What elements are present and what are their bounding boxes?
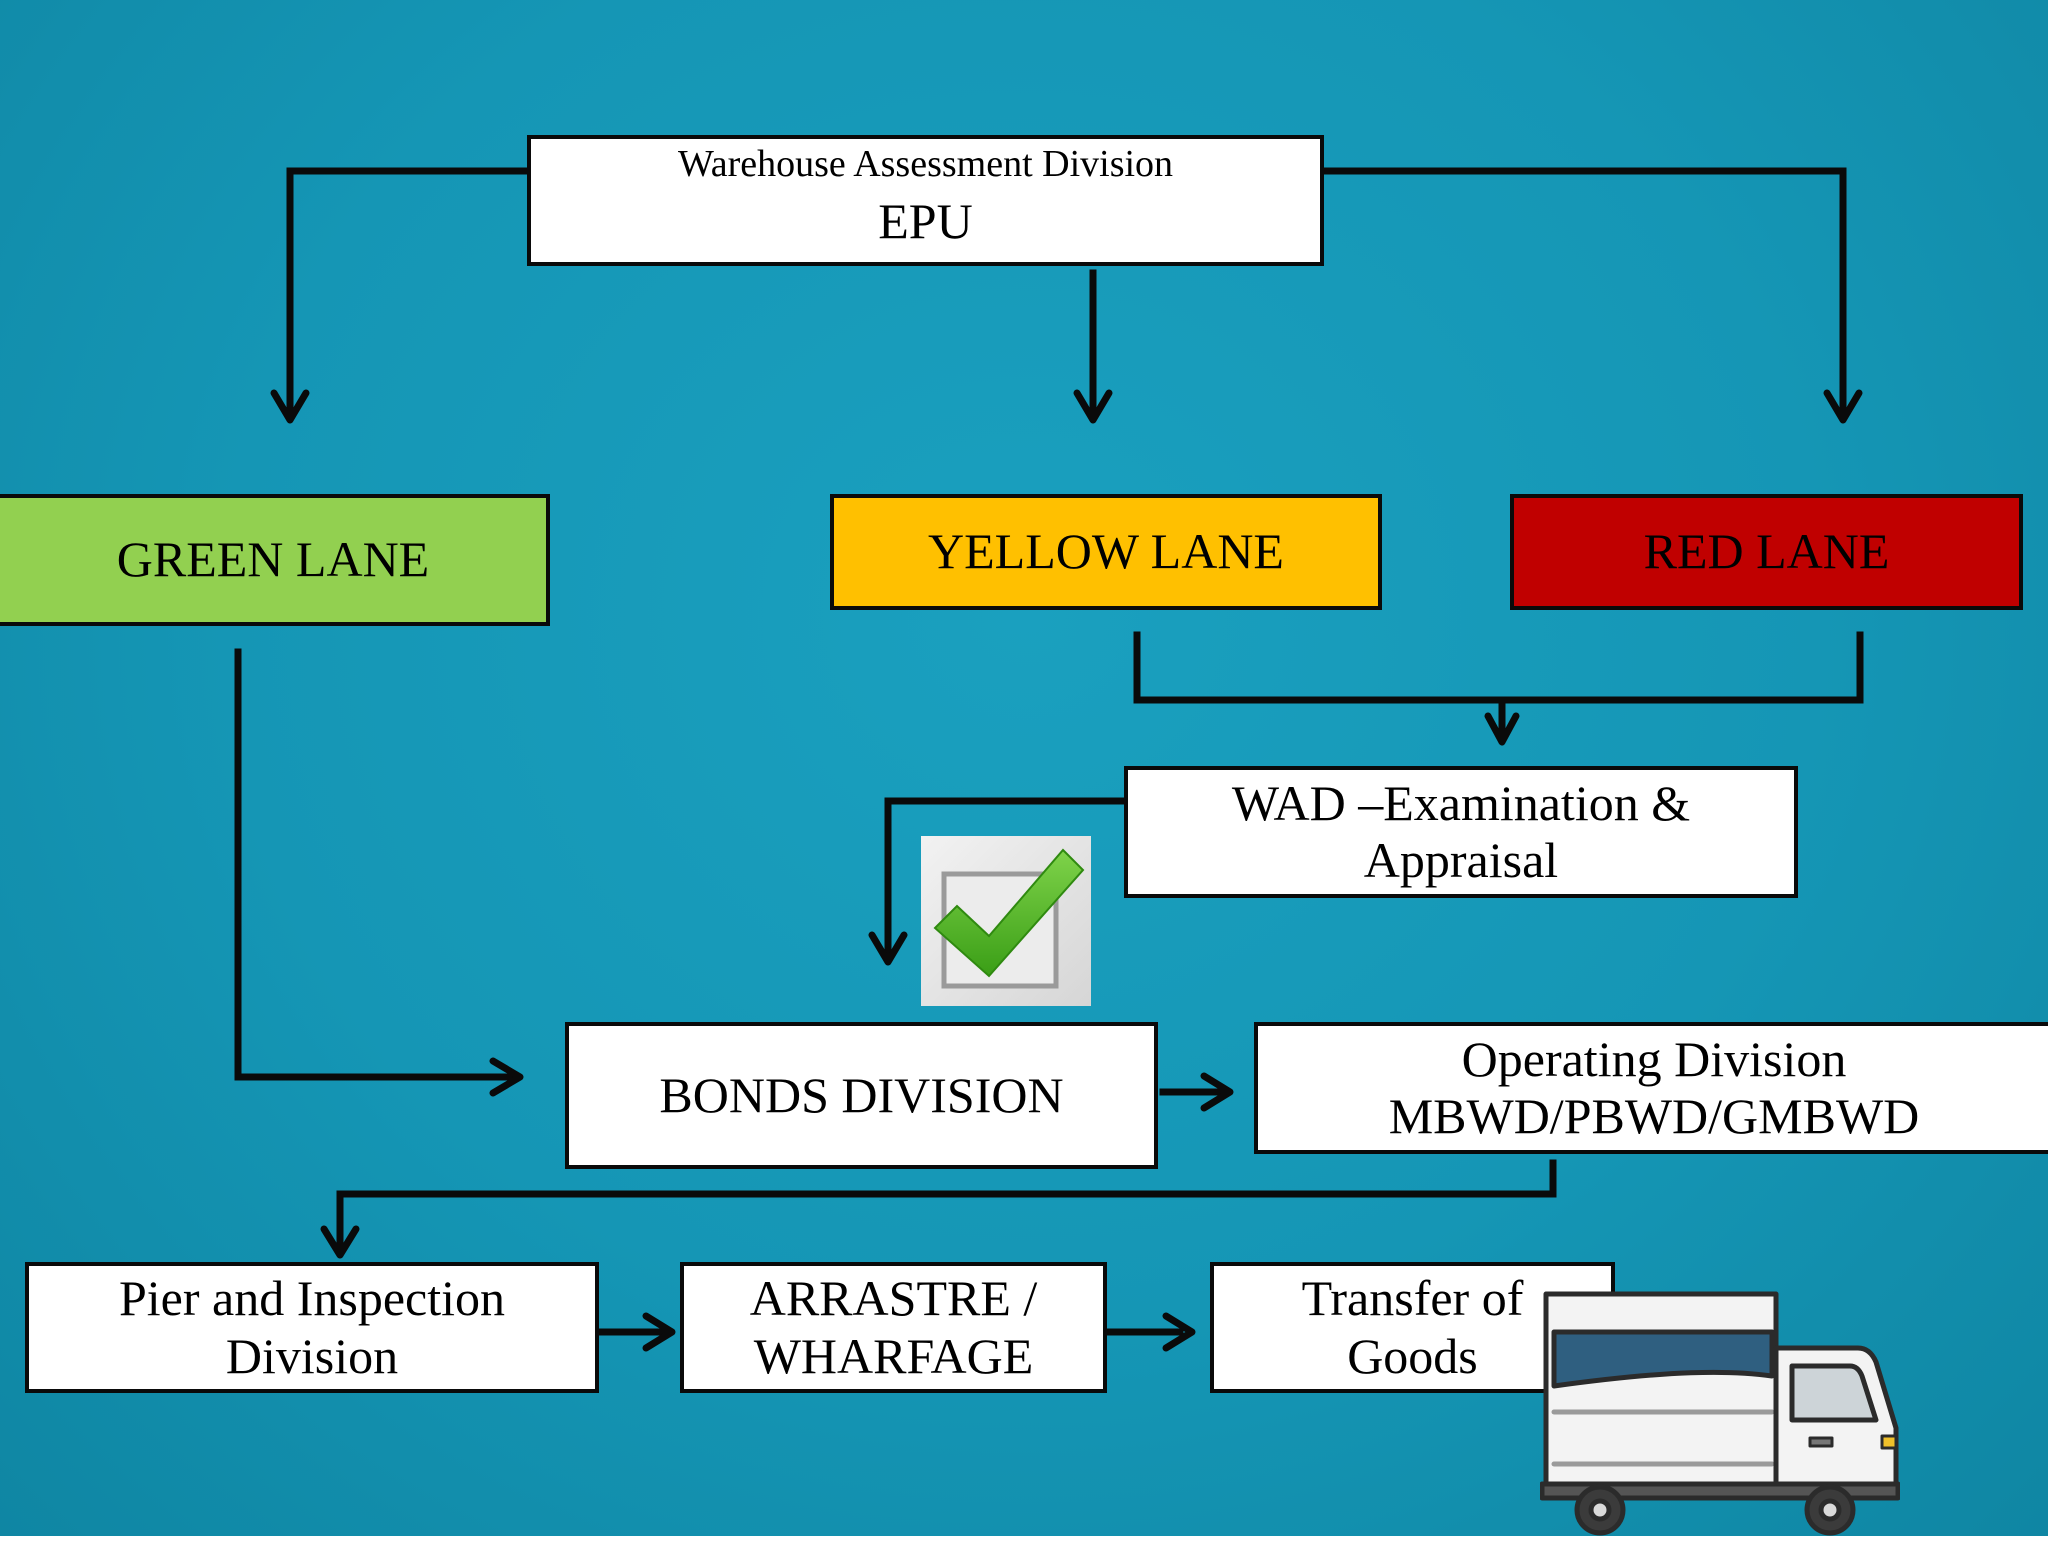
epu-node-line1: Warehouse Assessment Division — [677, 142, 1174, 185]
arrowhead-to-bonds-from-wad — [868, 931, 908, 966]
pier-node-line2: Division — [225, 1327, 399, 1384]
epu-node-line2: EPU — [878, 192, 973, 249]
arrastre-node-line1: ARRASTRE / — [749, 1270, 1038, 1326]
green-lane-node: GREEN LANE — [0, 494, 550, 626]
arrowhead-to-yellow — [1073, 389, 1113, 424]
connector-epu-to-red — [1320, 167, 1847, 419]
transfer-node-line2: Goods — [1347, 1327, 1478, 1384]
connector-yellow-red-merge — [1133, 631, 1864, 740]
operating-node-line1: Operating Division — [1461, 1030, 1847, 1087]
operating-division-node: Operating Division MBWD/PBWD/GMBWD — [1254, 1022, 2048, 1154]
yellow-lane-node: YELLOW LANE — [830, 494, 1382, 610]
red-lane-node: RED LANE — [1510, 494, 2023, 610]
connector-operating-to-pier — [336, 1159, 1557, 1249]
arrowhead-to-arrastre — [642, 1312, 676, 1352]
pier-node-line1: Pier and Inspection — [118, 1270, 505, 1326]
wad-node-line2: Appraisal — [1363, 832, 1559, 888]
arrastre-node-line2: WHARFAGE — [753, 1327, 1034, 1384]
connector-epu-to-green — [286, 167, 531, 419]
arrowhead-to-wad — [1484, 712, 1520, 746]
arrowhead-to-green — [270, 389, 310, 424]
connector-wad-to-bonds — [884, 797, 1128, 959]
arrowhead-to-pier — [320, 1225, 360, 1259]
wad-examination-node: WAD –Examination & Appraisal — [1124, 766, 1798, 898]
bonds-node-label: BONDS DIVISION — [659, 1066, 1064, 1123]
green-lane-label: GREEN LANE — [116, 531, 430, 588]
arrowhead-to-operating — [1200, 1072, 1234, 1112]
bonds-division-node: BONDS DIVISION — [565, 1022, 1158, 1169]
arrowhead-to-red — [1823, 389, 1863, 424]
connector-green-to-bonds — [234, 648, 517, 1081]
arrowhead-to-transfer — [1162, 1312, 1196, 1352]
operating-node-line2: MBWD/PBWD/GMBWD — [1388, 1088, 1920, 1144]
checkmark-icon — [921, 836, 1091, 1011]
pier-inspection-node: Pier and Inspection Division — [25, 1262, 599, 1393]
arrowhead-to-bonds-from-green — [489, 1057, 524, 1097]
delivery-truck-icon — [1539, 1288, 1901, 1541]
yellow-lane-label: YELLOW LANE — [928, 523, 1284, 580]
epu-node: Warehouse Assessment Division EPU — [527, 135, 1324, 266]
wad-node-line1: WAD –Examination & — [1231, 774, 1691, 831]
red-lane-label: RED LANE — [1643, 523, 1890, 580]
arrastre-wharfage-node: ARRASTRE / WHARFAGE — [680, 1262, 1107, 1393]
transfer-node-line1: Transfer of — [1301, 1270, 1524, 1326]
